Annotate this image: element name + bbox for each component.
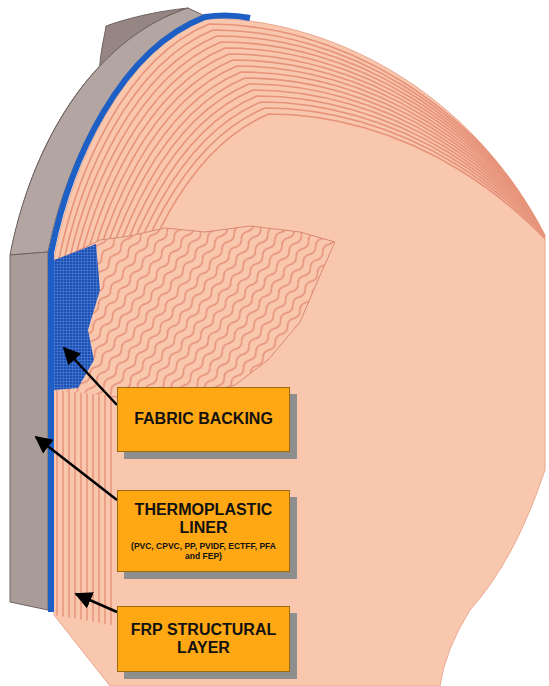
frp-body (54, 18, 545, 686)
frp-front-stripes (54, 390, 112, 625)
fabric-mesh (54, 244, 100, 390)
liner-top-face (10, 8, 205, 255)
leader-arrow (64, 348, 117, 405)
label-box: FABRIC BACKING (117, 387, 290, 452)
label-text: FABRIC BACKING (124, 410, 283, 428)
label-box: THERMOPLASTIC LINER (PVC, CPVC, PP, PVIDF… (117, 490, 290, 572)
leader-arrow (76, 594, 117, 612)
leader-arrow (36, 437, 117, 500)
label-text: FRP STRUCTURAL LAYER (124, 621, 283, 658)
label-text: THERMOPLASTIC LINER (124, 501, 283, 538)
label-subtext: (PVC, CPVC, PP, PVIDF, ECTFF, PFA and FE… (124, 541, 283, 561)
liner-front-face (10, 252, 48, 610)
label-box: FRP STRUCTURAL LAYER (117, 606, 290, 672)
wavy-layer (54, 226, 335, 398)
